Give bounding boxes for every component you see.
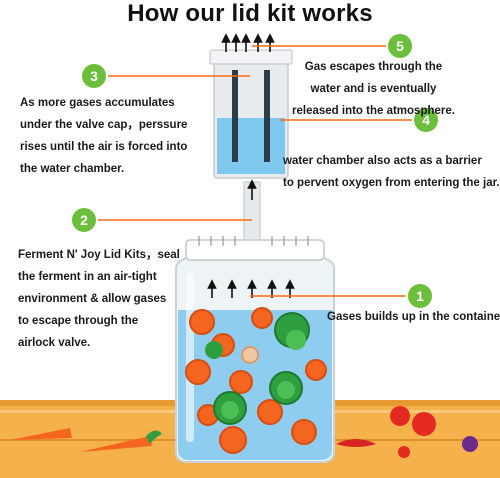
step-5-line: released into the atmosphere. — [292, 105, 455, 117]
step-3-description: As more gases accumulates under the valv… — [20, 92, 187, 180]
step-3-line: the water chamber. — [20, 163, 125, 175]
step-4-line: to pervent oxygen from entering the jar. — [283, 177, 500, 189]
step-2-line: Ferment N' Joy Lid Kits，seal — [18, 249, 180, 261]
cucumber-slices — [205, 312, 310, 425]
step-1-line: Gases builds up in the container — [327, 311, 500, 323]
step-4-line: water chamber also acts as a barrier — [283, 155, 482, 167]
step-2-line: the ferment in an air-tight — [18, 271, 157, 283]
step-3-line: As more gases accumulates — [20, 97, 175, 109]
step-2-description: Ferment N' Joy Lid Kits，seal the ferment… — [18, 244, 180, 354]
callout-1: 1 — [406, 282, 434, 310]
callout-4: 4 — [412, 106, 440, 134]
callout-leaders — [88, 45, 420, 297]
callout-5: 5 — [386, 32, 414, 60]
step-2-line: airlock valve. — [18, 337, 91, 349]
step-5-line: Gas escapes through the — [304, 61, 443, 73]
step-5-description: Gas escapes through the water and is eve… — [292, 56, 455, 122]
svg-text:5: 5 — [396, 38, 404, 54]
water-chamber — [217, 118, 285, 174]
svg-text:2: 2 — [80, 212, 88, 228]
step-5-line: water and is eventually — [310, 83, 437, 95]
svg-text:4: 4 — [422, 112, 430, 128]
svg-text:3: 3 — [90, 68, 98, 84]
step-3-line: under the valve cap，perssure — [20, 119, 188, 131]
step-2-line: environment & allow gases — [18, 293, 167, 305]
step-4-description: water chamber also acts as a barrier to … — [283, 150, 500, 194]
step-3-line: rises until the air is forced into — [20, 141, 188, 153]
carrot-slices — [185, 307, 327, 454]
airlock-valve — [209, 49, 293, 241]
callout-2: 2 — [70, 206, 98, 234]
page-title: How our lid kit works — [127, 0, 373, 27]
step-1-description: Gases builds up in the container — [327, 306, 500, 328]
svg-text:1: 1 — [416, 288, 424, 304]
callout-3: 3 — [80, 62, 108, 90]
step-2-line: to escape through the — [18, 315, 139, 327]
counter-vegetables — [10, 406, 478, 458]
